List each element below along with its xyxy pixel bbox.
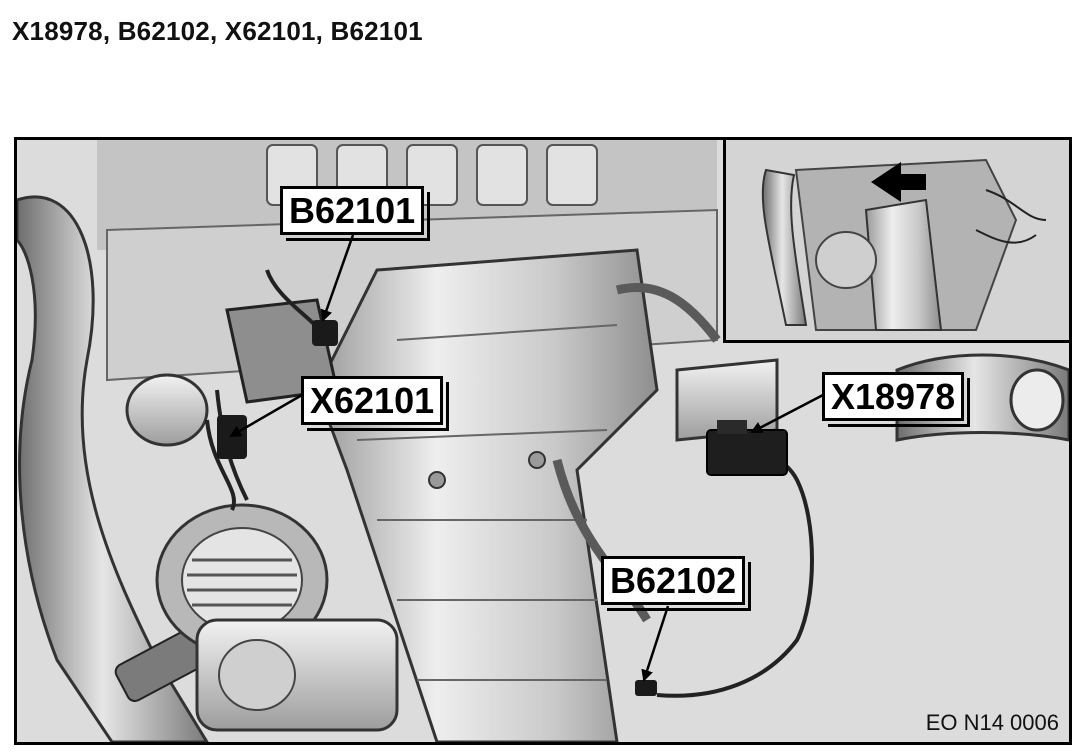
- sensor-b62102-plug: [635, 680, 657, 696]
- sensor-b62101-plug: [312, 320, 338, 346]
- leader-b62101: [320, 234, 355, 322]
- engine-illustration: B62101 X62101 X18978 B62102 EO N14 0006: [14, 137, 1072, 745]
- callout-b62101: B62101: [280, 186, 431, 241]
- locator-inset: [723, 140, 1069, 343]
- page-title: X18978, B62102, X62101, B62101: [12, 16, 423, 46]
- callout-x18978: X18978: [822, 372, 971, 427]
- leader-lines: [229, 234, 824, 682]
- leader-b62102: [641, 605, 670, 682]
- leader-x62101: [229, 393, 303, 438]
- callout-b62102: B62102: [601, 556, 752, 611]
- locator-drawing: [726, 140, 1069, 340]
- ac-compressor: [195, 618, 399, 732]
- locator-arrow-icon: [871, 162, 926, 202]
- callout-x62101: X62101: [301, 376, 450, 431]
- oil-filler: [125, 373, 209, 447]
- figure-code: EO N14 0006: [925, 710, 1059, 735]
- leader-x18978: [750, 393, 824, 434]
